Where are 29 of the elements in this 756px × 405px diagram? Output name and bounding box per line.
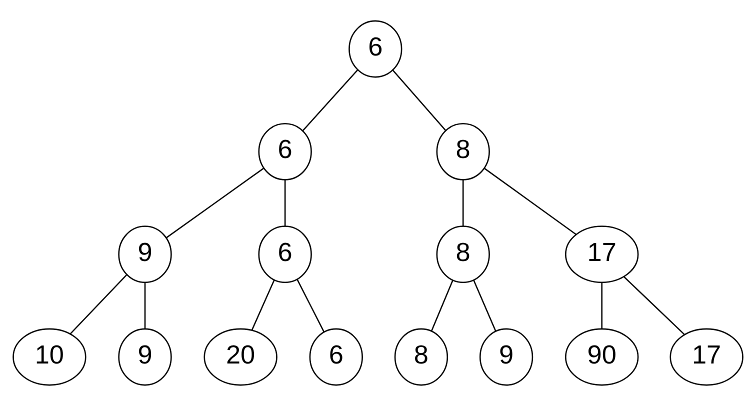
connector xyxy=(472,279,496,332)
connector xyxy=(166,167,264,238)
node-circle: 6 xyxy=(258,225,312,283)
node-circle: 8 xyxy=(394,328,448,386)
node-ellipse: 17 xyxy=(565,225,639,283)
node-ellipse: 17 xyxy=(670,328,744,386)
connector xyxy=(601,282,602,329)
connector xyxy=(284,179,286,226)
connector xyxy=(624,276,686,335)
node-circle: 9 xyxy=(118,328,172,386)
node-ellipse: 90 xyxy=(565,328,639,386)
connector xyxy=(484,167,577,235)
node-circle: 9 xyxy=(479,328,534,386)
connector xyxy=(296,278,325,332)
node-circle: 6 xyxy=(348,20,402,78)
node-circle: 9 xyxy=(118,225,172,283)
connector xyxy=(144,282,146,329)
node-ellipse: 10 xyxy=(12,328,86,386)
node-circle: 8 xyxy=(436,122,490,180)
connector xyxy=(462,179,464,226)
connector xyxy=(430,280,454,331)
node-circle: 8 xyxy=(436,225,490,283)
connector xyxy=(302,69,358,131)
connector xyxy=(251,279,275,330)
node-circle: 6 xyxy=(309,328,363,386)
connector xyxy=(70,274,128,334)
node-ellipse: 20 xyxy=(204,328,278,386)
connector xyxy=(392,69,446,131)
node-circle: 6 xyxy=(258,122,312,180)
